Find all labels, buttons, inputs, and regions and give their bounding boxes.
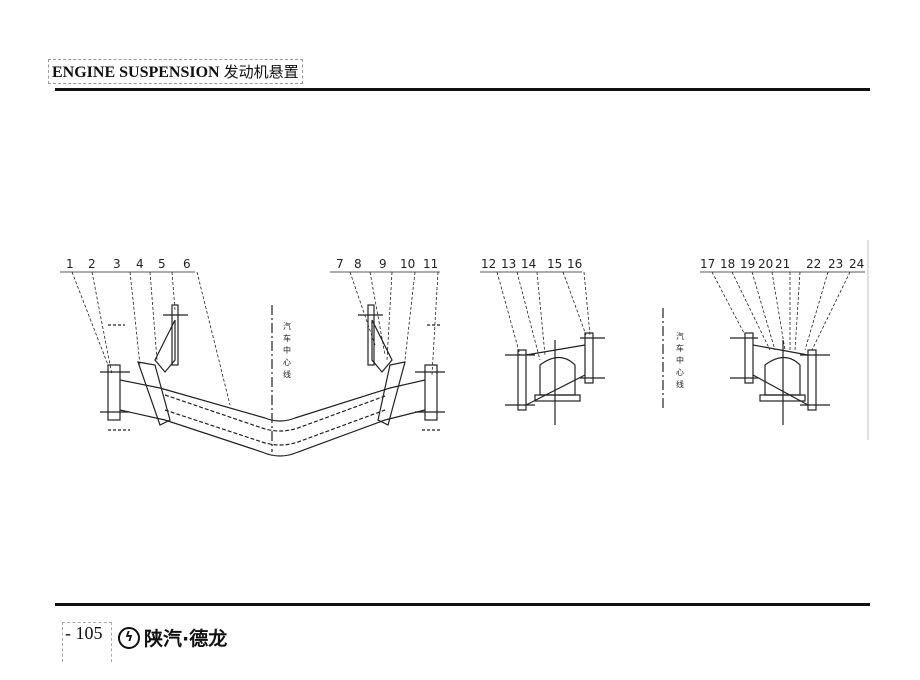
centerline-label-rear: 汽车中心线 bbox=[676, 331, 685, 392]
label-2: 2 bbox=[88, 257, 96, 271]
label-11: 11 bbox=[423, 257, 438, 271]
brand: ϟ 陕汽·德龙 bbox=[118, 624, 227, 651]
label-19: 19 bbox=[740, 257, 755, 271]
centerline-label-front: 汽车中心线 bbox=[283, 321, 292, 382]
label-17: 17 bbox=[700, 257, 715, 271]
label-21: 21 bbox=[775, 257, 790, 271]
label-1: 1 bbox=[66, 257, 74, 271]
label-12: 12 bbox=[481, 257, 496, 271]
header-rule bbox=[55, 88, 870, 91]
label-15: 15 bbox=[547, 257, 562, 271]
label-10: 10 bbox=[400, 257, 415, 271]
label-5: 5 bbox=[158, 257, 166, 271]
label-14: 14 bbox=[521, 257, 536, 271]
label-24: 24 bbox=[849, 257, 864, 271]
label-22: 22 bbox=[806, 257, 821, 271]
page-number: - 105 bbox=[62, 622, 112, 662]
rear-view-drawings bbox=[505, 332, 830, 425]
label-18: 18 bbox=[720, 257, 735, 271]
shacman-logo-icon: ϟ bbox=[118, 626, 140, 649]
label-13: 13 bbox=[501, 257, 516, 271]
label-4: 4 bbox=[136, 257, 144, 271]
label-16: 16 bbox=[567, 257, 582, 271]
part-labels: 1 2 3 4 5 6 7 8 9 10 11 12 13 14 15 16 1… bbox=[66, 257, 864, 392]
label-8: 8 bbox=[354, 257, 362, 271]
label-9: 9 bbox=[379, 257, 387, 271]
brand-name: 陕汽·德龙 bbox=[144, 628, 228, 650]
title-chinese: 发动机悬置 bbox=[223, 63, 299, 81]
label-3: 3 bbox=[113, 257, 121, 271]
leader-lines bbox=[60, 271, 865, 406]
page-title: ENGINE SUSPENSION 发动机悬置 bbox=[48, 59, 303, 84]
footer-rule bbox=[55, 603, 870, 606]
label-20: 20 bbox=[758, 257, 773, 271]
label-23: 23 bbox=[828, 257, 843, 271]
title-english: ENGINE SUSPENSION bbox=[52, 64, 220, 81]
front-view-drawing bbox=[100, 240, 869, 457]
label-6: 6 bbox=[183, 257, 191, 271]
label-7: 7 bbox=[336, 257, 344, 271]
